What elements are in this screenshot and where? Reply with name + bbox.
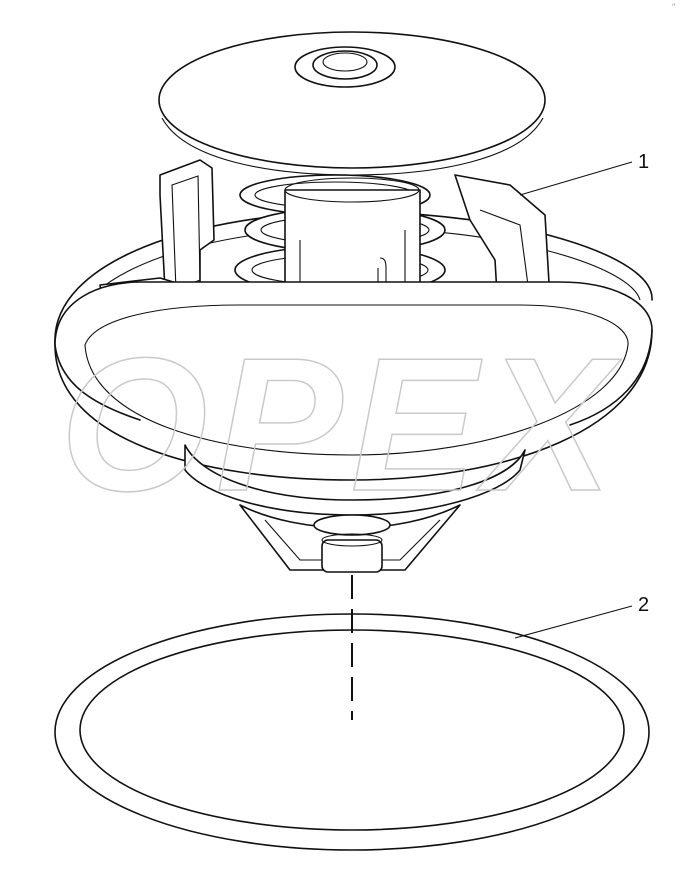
thermostat-part: 1	[54, 31, 653, 573]
pin-collar	[313, 514, 391, 536]
watermark-text: OPEX	[60, 319, 622, 531]
callout-1-label: 1	[638, 151, 649, 173]
ring-outer	[54, 613, 650, 851]
bracket-left	[159, 159, 215, 301]
pin-top	[312, 50, 378, 80]
valve-disc	[158, 31, 546, 169]
flange-front	[54, 281, 653, 481]
bracket-left-inner	[171, 175, 201, 291]
lower-pin	[321, 539, 383, 573]
callout-1-leader	[519, 161, 633, 196]
watermark: OPEX	[59, 318, 622, 532]
ring-inner	[79, 629, 625, 831]
callout-2-label: 2	[638, 594, 649, 616]
flange-front-inner	[84, 304, 629, 456]
lower-skirt	[184, 444, 526, 516]
sealing-ring-part: 2	[54, 594, 650, 851]
callout-2-leader	[514, 605, 633, 639]
corner-mark: ″	[672, 2, 676, 12]
